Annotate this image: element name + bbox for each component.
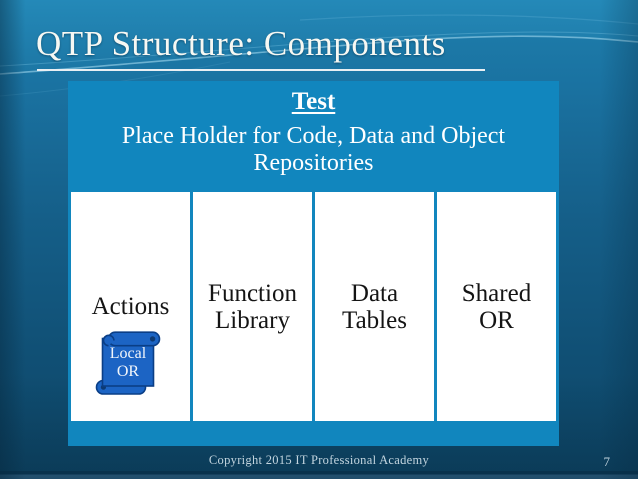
column-data-tables-label: Data Tables xyxy=(342,279,407,334)
table-bottom-bar xyxy=(68,421,559,446)
footer-copyright: Copyright 2015 IT Professional Academy xyxy=(208,453,430,467)
page-number: 7 xyxy=(603,454,611,469)
slide-title: QTP Structure: Components xyxy=(36,24,446,63)
test-header-title: Test xyxy=(291,88,336,115)
column-function-library: Function Library xyxy=(193,192,312,421)
column-shared-or: Shared OR xyxy=(437,192,556,421)
local-or-line1: Local xyxy=(109,345,147,363)
column-shared-or-label: Shared OR xyxy=(461,279,532,334)
column-data-tables: Data Tables xyxy=(315,192,434,421)
scroll-shape-icon xyxy=(95,331,161,395)
components-row: Actions Local xyxy=(68,192,559,421)
test-header-subtitle: Place Holder for Code, Data and Object R… xyxy=(121,123,506,177)
test-header: Test Place Holder for Code, Data and Obj… xyxy=(68,81,559,192)
local-or-line2: OR xyxy=(116,363,140,380)
column-function-library-label: Function Library xyxy=(208,279,297,334)
local-or-label: Local OR xyxy=(103,340,153,386)
column-actions: Actions Local xyxy=(71,192,190,421)
local-or-scroll: Local OR xyxy=(95,331,167,397)
title-underline xyxy=(37,69,485,71)
column-actions-label: Actions xyxy=(91,293,170,320)
test-structure-table: Test Place Holder for Code, Data and Obj… xyxy=(68,81,559,446)
